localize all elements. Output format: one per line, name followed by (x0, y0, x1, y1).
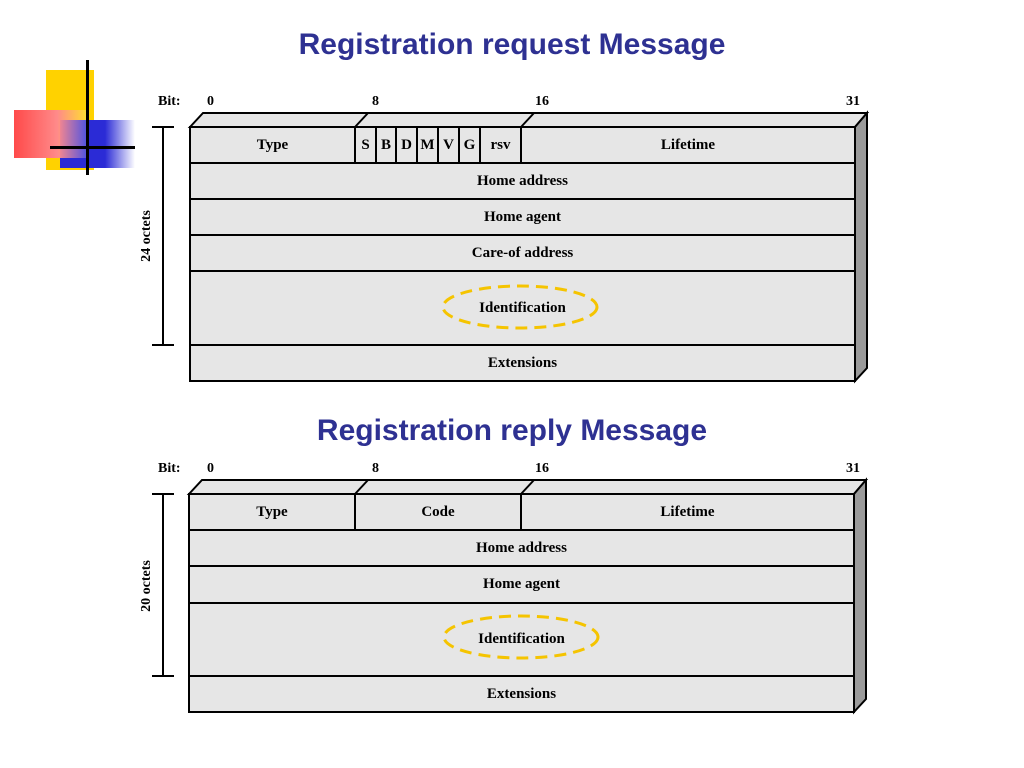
request-bit-31: 31 (846, 94, 860, 109)
request-care-of-address-field: Care-of address (471, 244, 574, 261)
request-flag-v: V (443, 136, 454, 153)
request-home-agent-field: Home agent (483, 208, 562, 225)
reply-identification-field: Identification (478, 631, 565, 647)
reply-home-address-field: Home address (476, 539, 567, 556)
reply-lifetime-field: Lifetime (660, 503, 715, 520)
reply-extensions-field: Extensions (486, 685, 557, 702)
reply-home-agent-field: Home agent (482, 576, 561, 592)
request-type-field: Type (256, 136, 289, 153)
reply-bit-0: 0 (207, 461, 214, 476)
reply-type-field: Type (256, 503, 288, 520)
reply-bit-16: 16 (535, 461, 549, 476)
request-flag-b: B (380, 136, 391, 153)
request-flag-g: G (463, 136, 476, 153)
request-extensions-field: Extensions (487, 354, 558, 371)
reply-code-field: Code (421, 503, 455, 520)
request-rsv-field: rsv (490, 136, 511, 153)
reply-octets-label: 20 octets (139, 560, 154, 612)
request-lifetime-field: Lifetime (660, 136, 716, 153)
reply-bit-8: 8 (372, 461, 379, 476)
request-bit-16: 16 (535, 94, 549, 109)
reply-identification-highlight (442, 614, 600, 660)
reply-bit-31: 31 (846, 461, 860, 476)
request-identification-highlight (441, 284, 599, 330)
request-flag-d: D (401, 136, 412, 153)
reply-title: Registration reply Message (316, 414, 708, 447)
request-title: Registration request Message (298, 28, 726, 61)
request-home-address-field: Home address (477, 172, 568, 189)
request-flag-m: M (420, 136, 435, 153)
request-bit-prefix: Bit: (158, 94, 181, 109)
request-flag-s: S (361, 136, 370, 153)
request-identification-field: Identification (479, 299, 566, 316)
request-bit-0: 0 (207, 94, 214, 109)
request-bit-8: 8 (372, 94, 379, 109)
reply-bit-prefix: Bit: (158, 461, 181, 476)
decorative-corner-graphic (10, 60, 140, 180)
